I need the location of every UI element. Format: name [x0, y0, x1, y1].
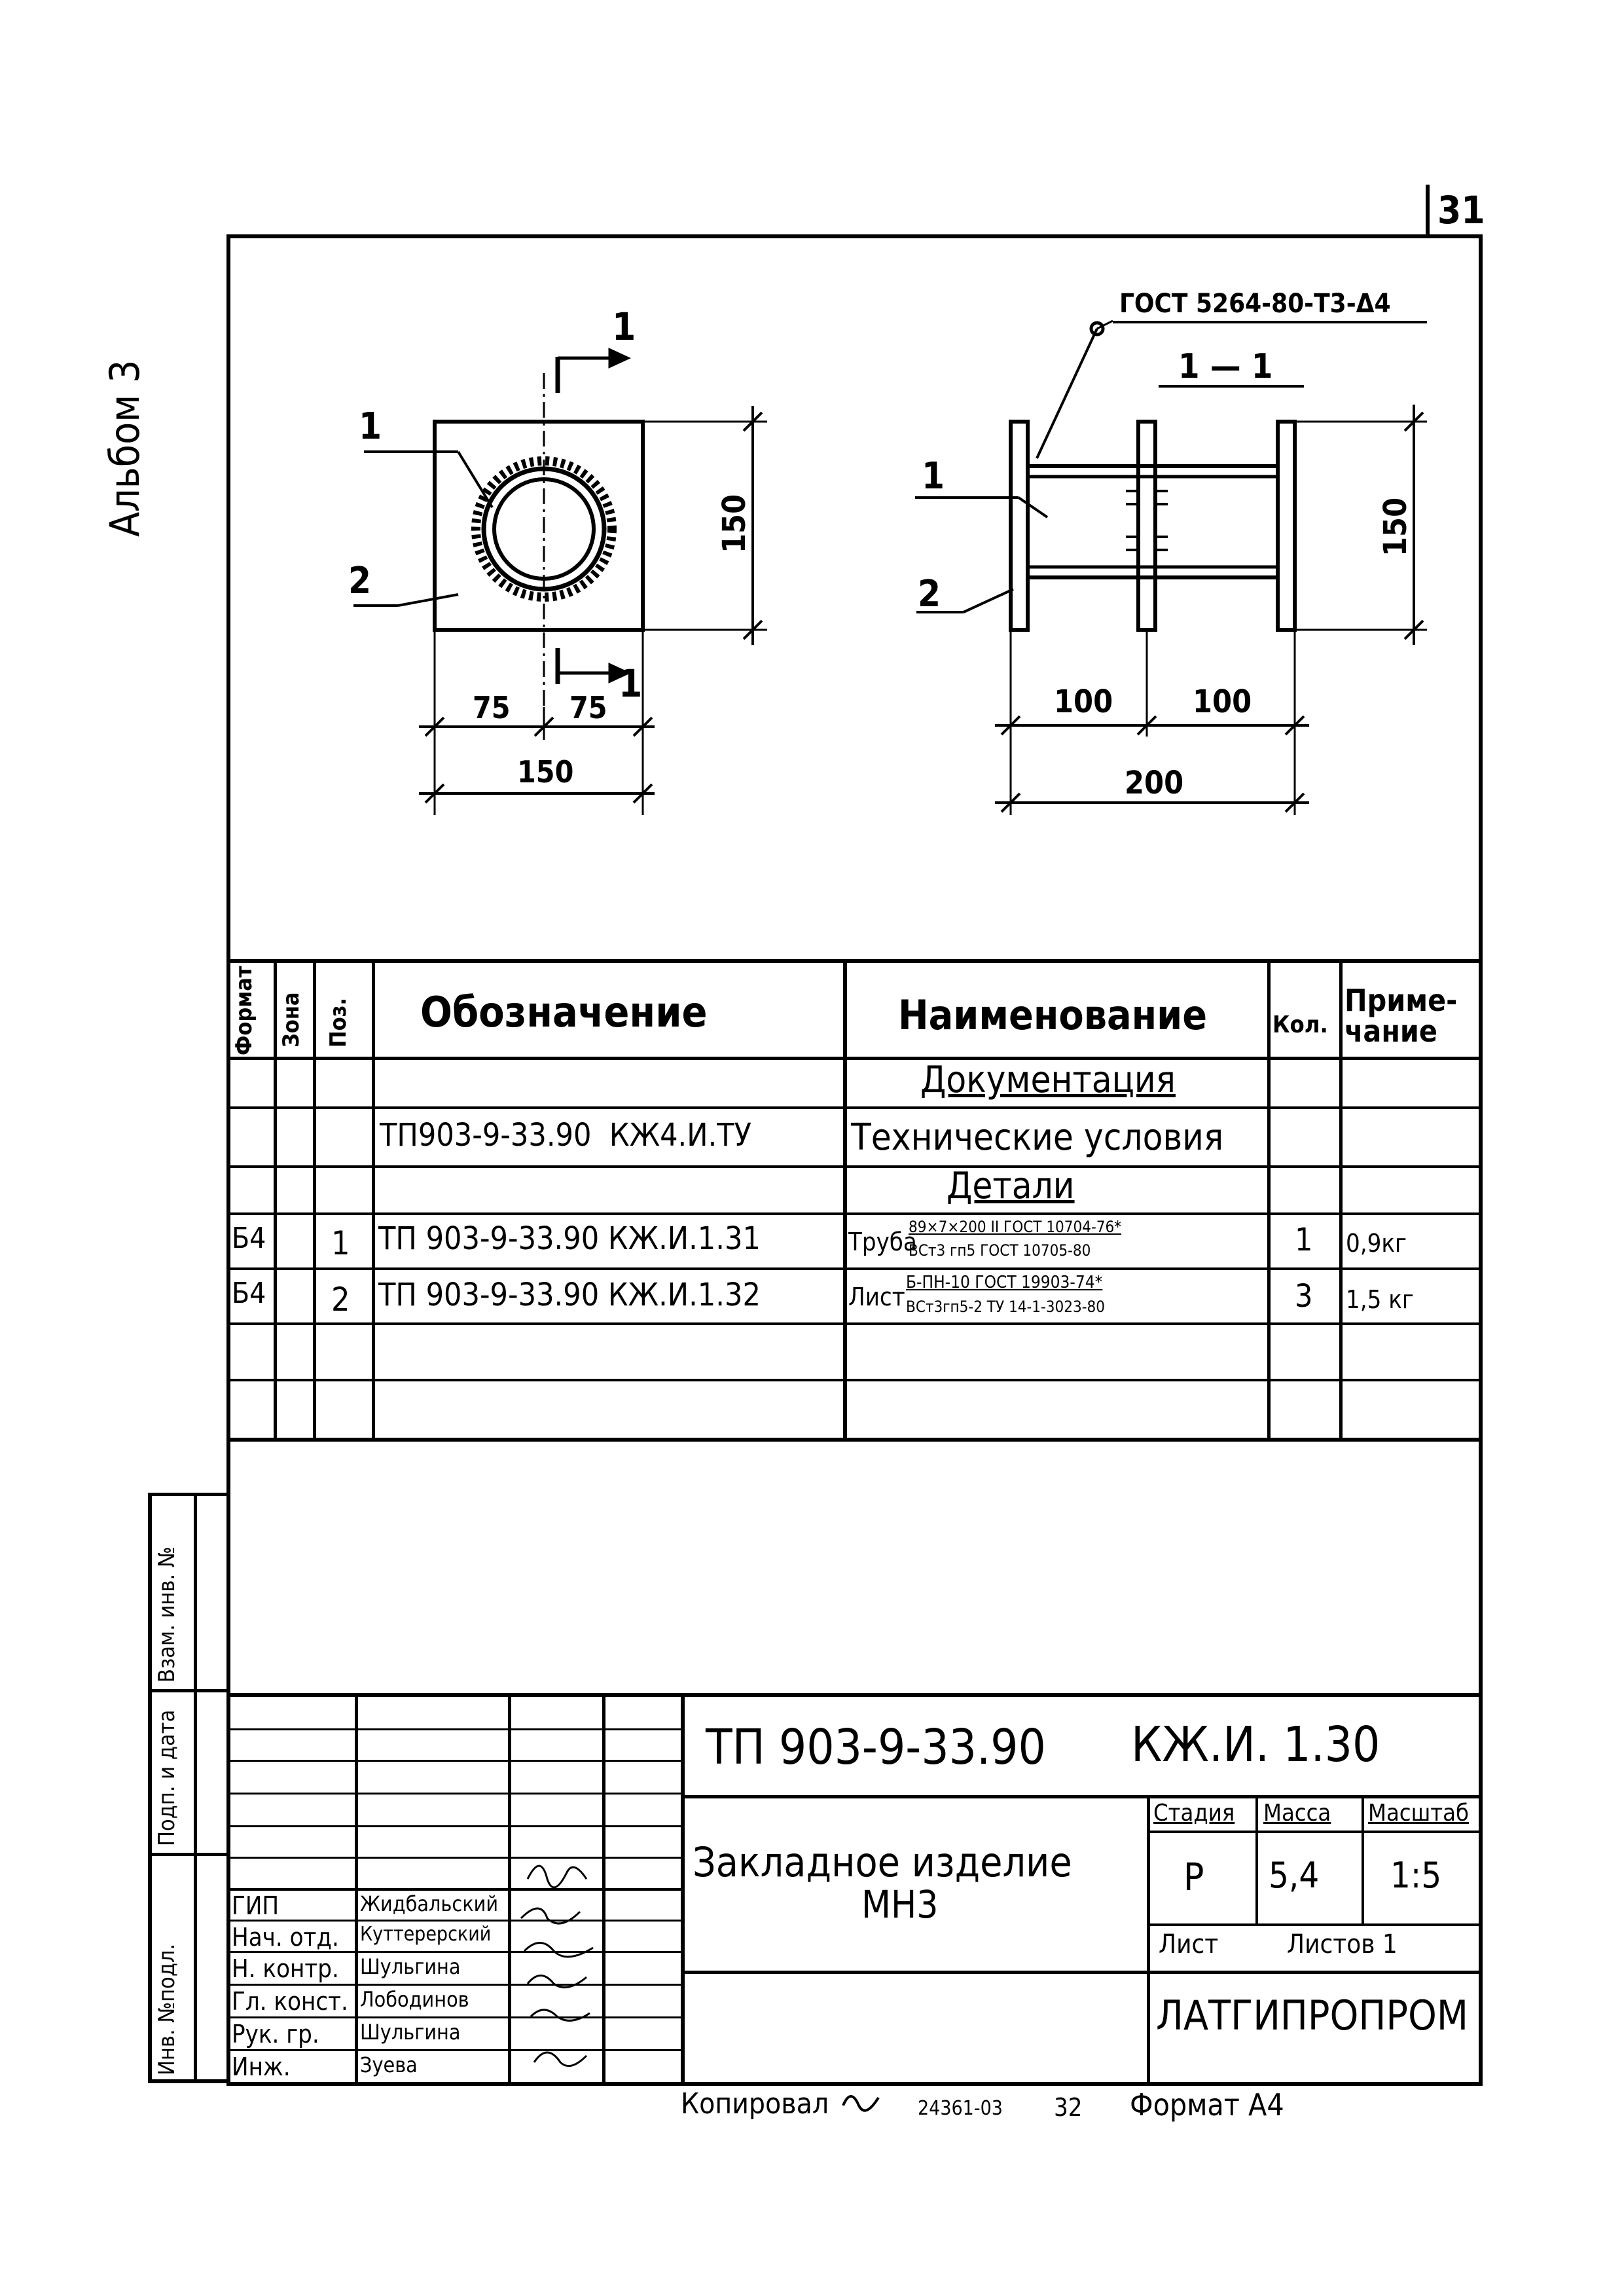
plan-dim-height: 150	[716, 494, 753, 553]
header-note-line1: Приме-	[1344, 983, 1458, 1018]
signer-role-3: Гл. конст.	[232, 1987, 348, 2016]
row-4-designation: ТП 903-9-33.90 КЖ.И.1.32	[378, 1277, 761, 1313]
mass-label: Масса	[1263, 1800, 1331, 1827]
row-3-name: Труба	[848, 1228, 917, 1256]
section-dim-left: 100	[1054, 683, 1113, 720]
title-line1: Закладное изделие	[693, 1838, 1072, 1886]
header-qty: Кол.	[1272, 1011, 1328, 1038]
plan-plate	[433, 420, 645, 632]
row-3-name-top: 89×7×200 II ГОСТ 10704-76*	[909, 1218, 1122, 1236]
copier-signature	[842, 2095, 880, 2112]
signer-role-5: Инж.	[232, 2052, 291, 2081]
section-item-2: 2	[918, 573, 941, 615]
sheet-label: Лист	[1159, 1929, 1219, 1959]
header-pos: Поз.	[325, 997, 352, 1048]
section-title: 1 — 1	[1178, 347, 1273, 386]
scale-value: 1:5	[1390, 1855, 1442, 1896]
header-note-line2: чание	[1344, 1013, 1437, 1049]
row-3-note: 0,9кг	[1346, 1229, 1407, 1258]
signer-name-2: Шульгина	[360, 1954, 461, 1979]
section-dim-total: 200	[1125, 765, 1184, 801]
stage-label: Стадия	[1153, 1800, 1235, 1827]
signer-name-4: Шульгина	[360, 2020, 461, 2045]
row-4-pos: 2	[331, 1281, 350, 1319]
section-dim-height: 150	[1377, 497, 1414, 556]
plan-section-mark-bottom: 1	[619, 661, 643, 706]
page-number: 31	[1437, 188, 1485, 232]
row-4-name: Лист	[848, 1283, 905, 1311]
side-stamp-inv-podl: Инв. №подл.	[154, 1943, 180, 2075]
row-1-designation: ТП903-9-33.90 КЖ4.И.ТУ	[380, 1117, 751, 1154]
signer-role-2: Н. контр.	[232, 1954, 339, 1983]
plan-dim-width: 150	[517, 754, 574, 790]
title-line2: МН3	[861, 1882, 939, 1927]
signer-name-3: Лободинов	[360, 1987, 469, 2012]
footer-copied: Копировал	[681, 2087, 829, 2121]
side-stamp-vzam-inv: Взам. инв. №	[154, 1546, 180, 1683]
row-1-name: Технические условия	[851, 1116, 1224, 1159]
row-0-name: Документация	[920, 1059, 1176, 1101]
plan-item-1: 1	[359, 405, 382, 448]
footer-format: Формат А4	[1130, 2087, 1284, 2123]
row-4-note: 1,5 кг	[1346, 1285, 1414, 1314]
plan-dim-left: 75	[473, 690, 511, 725]
header-name: Наименование	[898, 991, 1208, 1039]
row-2-name: Детали	[947, 1165, 1075, 1207]
section-item-1: 1	[922, 455, 945, 498]
drawing-frame	[226, 234, 1483, 2086]
signer-role-0: ГИП	[232, 1891, 280, 1920]
row-4-qty: 3	[1295, 1278, 1313, 1315]
plan-section-mark-top: 1	[612, 304, 636, 349]
gost-callout: ГОСТ 5264-80-Т3-Δ4	[1119, 289, 1391, 319]
header-zone: Зона	[278, 992, 304, 1048]
row-4-format: Б4	[232, 1277, 266, 1310]
scale-label: Масштаб	[1368, 1800, 1469, 1827]
row-3-designation: ТП 903-9-33.90 КЖ.И.1.31	[378, 1220, 761, 1257]
stage-value: Р	[1183, 1855, 1204, 1899]
sheets-label: Листов 1	[1287, 1929, 1398, 1959]
row-3-format: Б4	[232, 1222, 266, 1255]
footer-sheet-no: 32	[1054, 2093, 1083, 2122]
section-pipe	[1026, 464, 1280, 579]
mass-value: 5,4	[1269, 1855, 1320, 1896]
drawing-canvas	[353, 319, 1427, 815]
signature-scribbles	[520, 1865, 594, 2068]
row-3-pos: 1	[331, 1224, 350, 1262]
header-format: Формат	[231, 966, 257, 1055]
row-4-name-top: Б-ПН-10 ГОСТ 19903-74*	[906, 1273, 1103, 1292]
section-plate-right	[1276, 420, 1297, 632]
row-3-qty: 1	[1295, 1222, 1313, 1258]
section-plate-middle	[1136, 420, 1157, 632]
page-number-divider	[1426, 185, 1430, 237]
organization: ЛАТГИПРОПРОМ	[1156, 1992, 1469, 2039]
row-3-name-bottom: ВСт3 гп5 ГОСТ 10705-80	[909, 1241, 1091, 1260]
plan-dim-right: 75	[569, 690, 607, 725]
plan-weld-seam	[471, 456, 617, 602]
section-plate-left	[1009, 420, 1030, 632]
signer-name-1: Куттерерский	[360, 1923, 492, 1946]
header-designation: Обозначение	[420, 989, 708, 1037]
signer-name-0: Жидбальский	[360, 1891, 499, 1916]
row-4-name-bottom: ВСт3гп5-2 ТУ 14-1-3023-80	[906, 1298, 1105, 1316]
footer-order: 24361-03	[918, 2097, 1003, 2120]
side-stamp-podp-data: Подп. и дата	[154, 1709, 180, 1846]
signer-role-4: Рук. гр.	[232, 2020, 319, 2049]
plan-item-2: 2	[348, 560, 372, 602]
signer-name-5: Зуева	[360, 2052, 418, 2077]
signer-role-1: Нач. отд.	[232, 1923, 339, 1952]
section-dim-right: 100	[1193, 683, 1252, 720]
sheet-code: КЖ.И. 1.30	[1131, 1717, 1380, 1773]
doc-code: ТП 903-9-33.90	[706, 1719, 1046, 1776]
